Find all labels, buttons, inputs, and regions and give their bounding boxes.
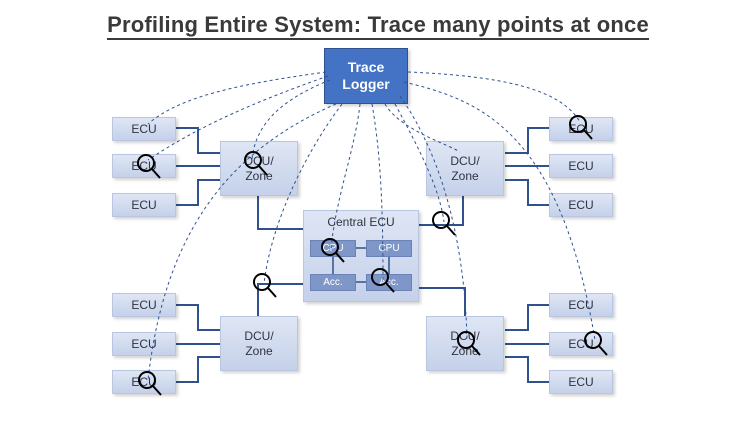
dcu-zone-bl: DCU/Zone (220, 316, 298, 371)
ecu-bl-1: ECU (112, 293, 176, 317)
magnifier-icon (321, 238, 345, 263)
ecu-tl-1: ECU (112, 117, 176, 141)
magnifier-icon (137, 154, 161, 179)
magnifier-icon (584, 331, 608, 356)
ecu-br-2: ECU (549, 332, 613, 356)
ecu-tl-3: ECU (112, 193, 176, 217)
magnifier-icon (457, 331, 481, 356)
magnifier-icon (371, 268, 395, 293)
central-ecu-label: Central ECU (327, 215, 395, 229)
dcu-zone-br: DCU/Zone (426, 316, 504, 371)
ecu-br-1: ECU (549, 293, 613, 317)
ecu-tr-3: ECU (549, 193, 613, 217)
dcu-zone-tl: DCU/Zone (220, 141, 298, 196)
magnifier-icon (432, 211, 456, 236)
ecu-tl-2: ECU (112, 154, 176, 178)
magnifier-icon (138, 371, 162, 396)
magnifier-icon (253, 273, 277, 298)
acc-chip-2: Acc. (366, 274, 412, 291)
ecu-tr-2: ECU (549, 154, 613, 178)
acc-chip-1: Acc. (310, 274, 356, 291)
ecu-bl-3: ECU (112, 370, 176, 394)
ecu-br-3: ECU (549, 370, 613, 394)
cpu-chip-2: CPU (366, 240, 412, 257)
dcu-zone-tr: DCU/Zone (426, 141, 504, 196)
slide-title: Profiling Entire System: Trace many poin… (0, 12, 756, 40)
ecu-bl-2: ECU (112, 332, 176, 356)
magnifier-icon (569, 115, 593, 140)
magnifier-icon (244, 151, 268, 176)
